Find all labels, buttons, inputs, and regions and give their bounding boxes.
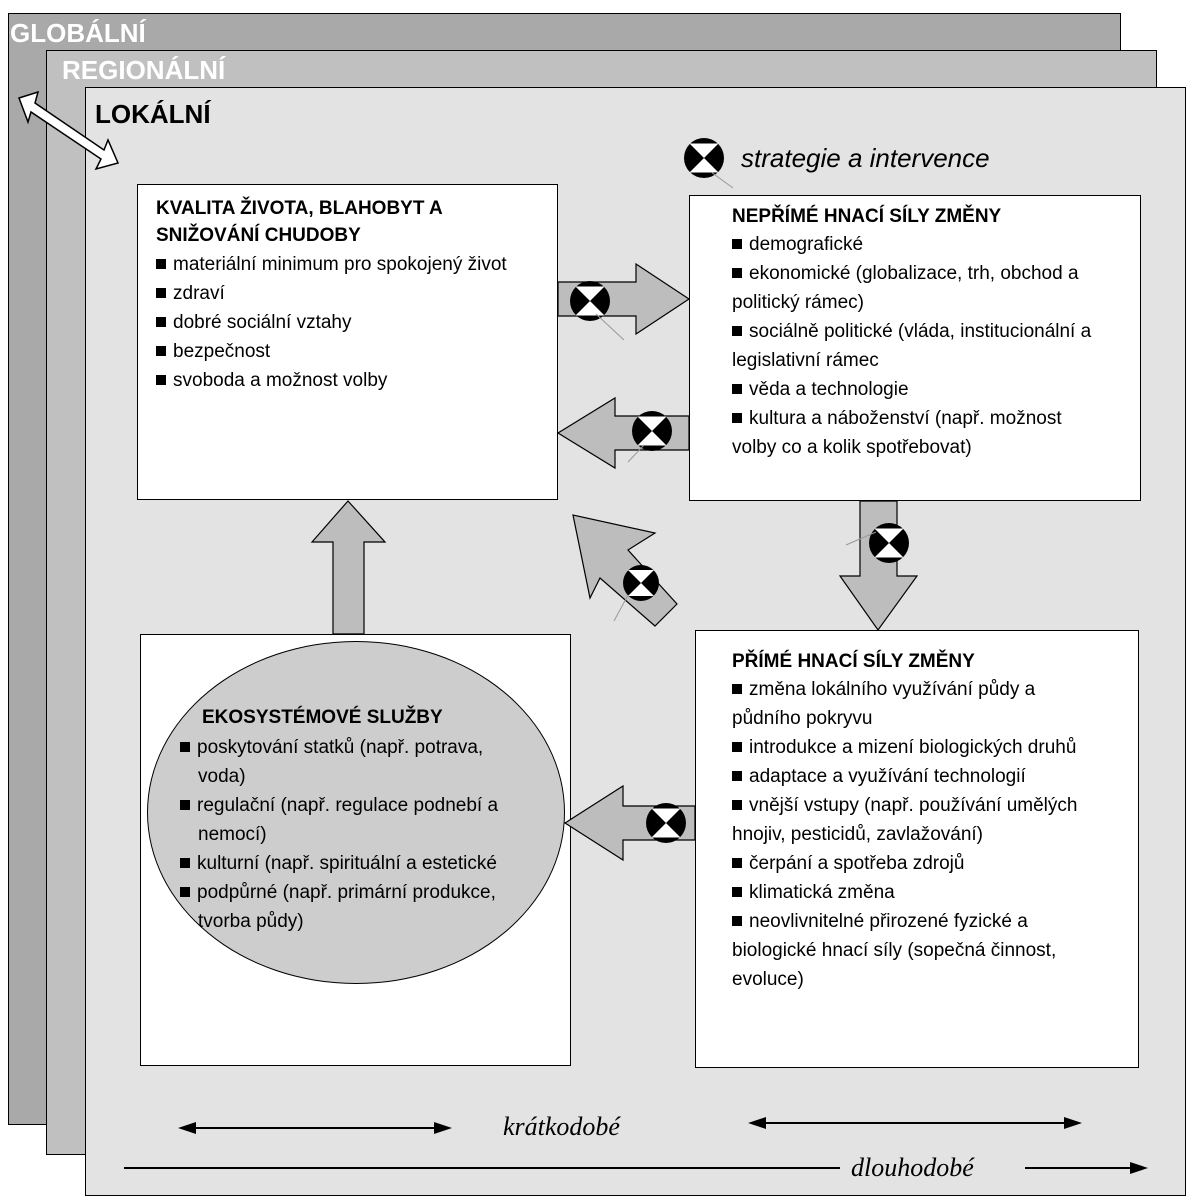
list-item: kulturní (např. spirituální a estetické [180,849,498,878]
arrow-ecosystem-to-wellbeing [310,500,387,635]
scale-double-arrow [18,90,120,171]
ecosystem-services-title: EKOSYSTÉMOVÉ SLUŽBY [202,707,443,728]
arrow-direct-to-wellbeing [572,514,678,627]
arrow-direct-to-ecosystem [563,784,696,862]
bullet-square-icon [732,800,742,810]
bullet-square-icon [156,375,166,385]
arrow-indirect-to-wellbeing [556,396,690,470]
legend-label: strategie a intervence [741,143,990,173]
short-term-arrow-right [748,1117,1082,1129]
marker-direct-to-wellbeing-icon [623,565,659,601]
local-layer-title: LOKÁLNÍ [95,99,211,129]
list-item: demografické [732,230,1091,259]
long-term-arrow-right [1025,1162,1148,1174]
bullet-square-icon [732,326,742,336]
ecosystem-services-ellipse [147,641,565,984]
bullet-square-icon [732,413,742,423]
bullet-square-icon [732,771,742,781]
list-item: zdraví [156,279,507,308]
list-item: introdukce a mizení biologických druhů [732,733,1077,762]
wellbeing-list: materiální minimum pro spokojený život z… [156,250,507,395]
list-item: poskytování statků (např. potrava,voda) [180,733,498,791]
marker-indirect-to-wellbeing-icon [632,411,672,451]
list-item: podpůrné (např. primární produkce,tvorba… [180,878,498,936]
bullet-square-icon [180,742,190,752]
direct-drivers-title: PŘÍMÉ HNACÍ SÍLY ZMĚNY [732,651,975,672]
bullet-square-icon [156,317,166,327]
bullet-square-icon [732,887,742,897]
marker-indirect-to-direct-icon [869,523,909,563]
bullet-square-icon [156,346,166,356]
list-item: materiální minimum pro spokojený život [156,250,507,279]
ecosystem-services-list: poskytování statků (např. potrava,voda) … [180,733,498,936]
indirect-drivers-box: NEPŘÍMÉ HNACÍ SÍLY ZMĚNY demografické ek… [689,195,1141,501]
bullet-square-icon [180,858,190,868]
wellbeing-title-line-2: SNIŽOVÁNÍ CHUDOBY [156,225,361,246]
bullet-square-icon [732,384,742,394]
marker-wellbeing-to-indirect-icon [570,281,610,321]
bullet-square-icon [180,887,190,897]
bullet-square-icon [732,268,742,278]
direct-drivers-box: PŘÍMÉ HNACÍ SÍLY ZMĚNY změna lokálního v… [695,630,1139,1068]
arrow-wellbeing-to-indirect [557,262,691,336]
list-item: sociálně politické (vláda, institucionál… [732,321,1092,371]
arrow-indirect-to-direct [838,500,919,632]
regional-layer-title: REGIONÁLNÍ [62,55,226,85]
bullet-square-icon [732,742,742,752]
list-item: dobré sociální vztahy [156,308,507,337]
bullet-square-icon [732,684,742,694]
list-item: adaptace a využívání technologií [732,762,1077,791]
wellbeing-title-line-1: KVALITA ŽIVOTA, BLAHOBYT A [156,198,443,219]
list-item: bezpečnost [156,337,507,366]
indirect-drivers-title: NEPŘÍMÉ HNACÍ SÍLY ZMĚNY [732,206,1002,227]
indirect-drivers-list: demografické ekonomické (globalizace, tr… [732,230,1091,462]
short-term-label: krátkodobé [503,1112,620,1141]
bullet-square-icon [156,259,166,269]
wellbeing-box: KVALITA ŽIVOTA, BLAHOBYT A SNIŽOVÁNÍ CHU… [137,184,558,500]
bullet-square-icon [732,916,742,926]
bullet-square-icon [732,239,742,249]
long-term-label: dlouhodobé [851,1153,974,1182]
bullet-square-icon [732,858,742,868]
list-item: svoboda a možnost volby [156,366,507,395]
bullet-square-icon [180,800,190,810]
bullet-square-icon [156,288,166,298]
legend-marker-icon [684,138,724,178]
marker-direct-to-ecosystem-icon [646,803,686,843]
list-item: klimatická změna [732,878,1077,907]
global-layer-title: GLOBÁLNÍ [10,18,146,48]
list-item: čerpání a spotřeba zdrojů [732,849,1077,878]
short-term-arrow-left [178,1122,452,1134]
list-item: věda a technologie [732,375,1091,404]
